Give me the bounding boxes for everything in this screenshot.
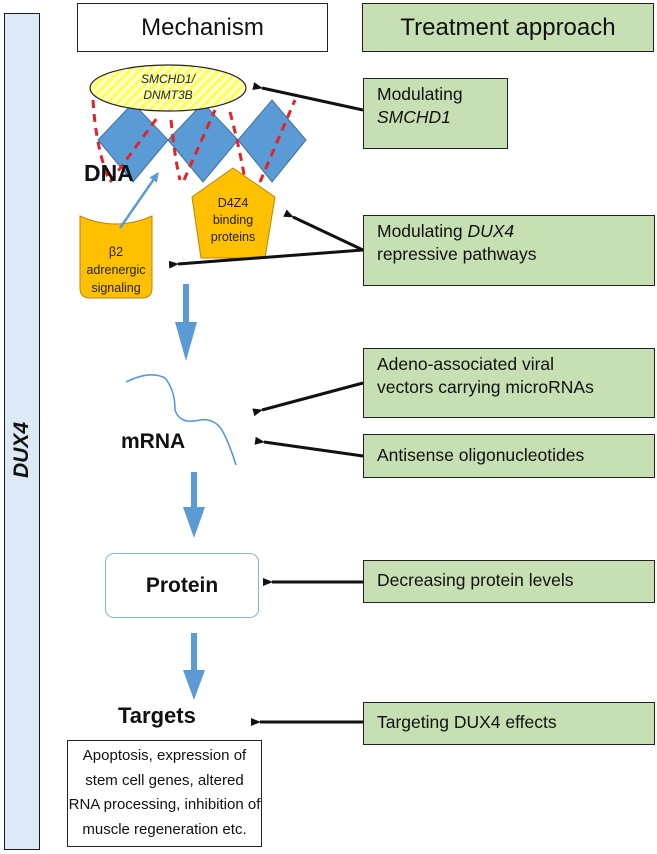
- protein-label: Protein: [145, 573, 219, 597]
- treatment-2-line2: repressive pathways: [377, 244, 537, 264]
- beta2-label-line2: adrenergic: [86, 263, 145, 277]
- treatment-1-line2: SMCHD1: [377, 107, 451, 127]
- dna-diamond-3: [237, 99, 307, 183]
- smchd1-dnmt3b-complex: SMCHD1/ DNMT3B: [89, 64, 247, 112]
- dna-label: DNA: [84, 160, 134, 186]
- beta2-to-dna-arrow: [118, 171, 159, 229]
- dash-line-1: [91, 99, 112, 183]
- dash-line-3: [169, 119, 182, 181]
- d4z4-label-line3: proteins: [211, 230, 255, 244]
- protein-box: Protein: [105, 553, 259, 618]
- arrow-aso-to-mrna: [254, 436, 364, 458]
- arrow-smchd1-to-complex: [252, 82, 364, 112]
- mechanism-header: Mechanism: [77, 3, 328, 52]
- treatment-2-line1: Modulating DUX4: [377, 220, 654, 243]
- flow-arrows: [175, 284, 205, 700]
- treatment-modulating-smchd1: Modulating SMCHD1: [363, 78, 508, 149]
- treatment-targeting-dux4-effects: Targeting DUX4 effects: [363, 702, 655, 745]
- treatment-3-line1: Adeno-associated viral: [377, 354, 555, 374]
- treatment-approach-header: Treatment approach: [362, 3, 654, 52]
- treatment-2-line1-italic: DUX4: [467, 221, 515, 241]
- treatment-arrows: [168, 82, 364, 726]
- mrna-strand-icon: [125, 374, 237, 466]
- flow-arrow-mrna-to-protein: [183, 472, 205, 538]
- treatment-antisense-oligonucleotides: Antisense oligonucleotides: [363, 434, 655, 478]
- treatment-modulating-dux4-repressive: Modulating DUX4 repressive pathways: [363, 215, 655, 286]
- d4z4-binding-proteins: D4Z4 binding proteins: [191, 167, 276, 259]
- beta2-adrenergic-signaling: β2 adrenergic signaling: [79, 215, 153, 299]
- dash-line-5: [228, 111, 247, 181]
- treatment-decreasing-protein: Decreasing protein levels: [363, 560, 655, 603]
- targets-label: Targets: [118, 703, 196, 728]
- treatment-aav-micrornas: Adeno-associated viral vectors carrying …: [363, 348, 655, 418]
- dux4-side-bar: [4, 13, 40, 850]
- arrow-dux4-to-beta2: [168, 248, 364, 269]
- complex-label-line2: DNMT3B: [143, 88, 192, 102]
- dash-line-4: [182, 109, 217, 181]
- dux4-effects-box: Apoptosis, expression of stem cell genes…: [67, 740, 262, 847]
- flow-arrow-protein-to-targets: [183, 633, 205, 700]
- d4z4-label-line2: binding: [213, 213, 253, 227]
- dash-line-6: [258, 99, 297, 183]
- complex-label-line1: SMCHD1/: [141, 72, 197, 86]
- flow-arrow-dna-to-mrna: [175, 284, 197, 361]
- treatment-2-line1-plain: Modulating: [377, 221, 468, 241]
- mrna-label: mRNA: [121, 430, 186, 453]
- methylation-dashes: [91, 99, 297, 183]
- dna-nucleosomes: [97, 99, 307, 183]
- beta2-label-line1: β2: [109, 245, 123, 259]
- treatment-1-line1: Modulating: [377, 84, 463, 104]
- dna-diamond-2: [167, 102, 239, 183]
- beta2-label-line3: signaling: [91, 281, 140, 295]
- d4z4-label-line1: D4Z4: [218, 196, 249, 210]
- treatment-3-line2: vectors carrying microRNAs: [377, 377, 594, 397]
- arrow-dux4-to-d4z4: [283, 209, 364, 252]
- arrow-aav-to-mrna: [252, 381, 364, 417]
